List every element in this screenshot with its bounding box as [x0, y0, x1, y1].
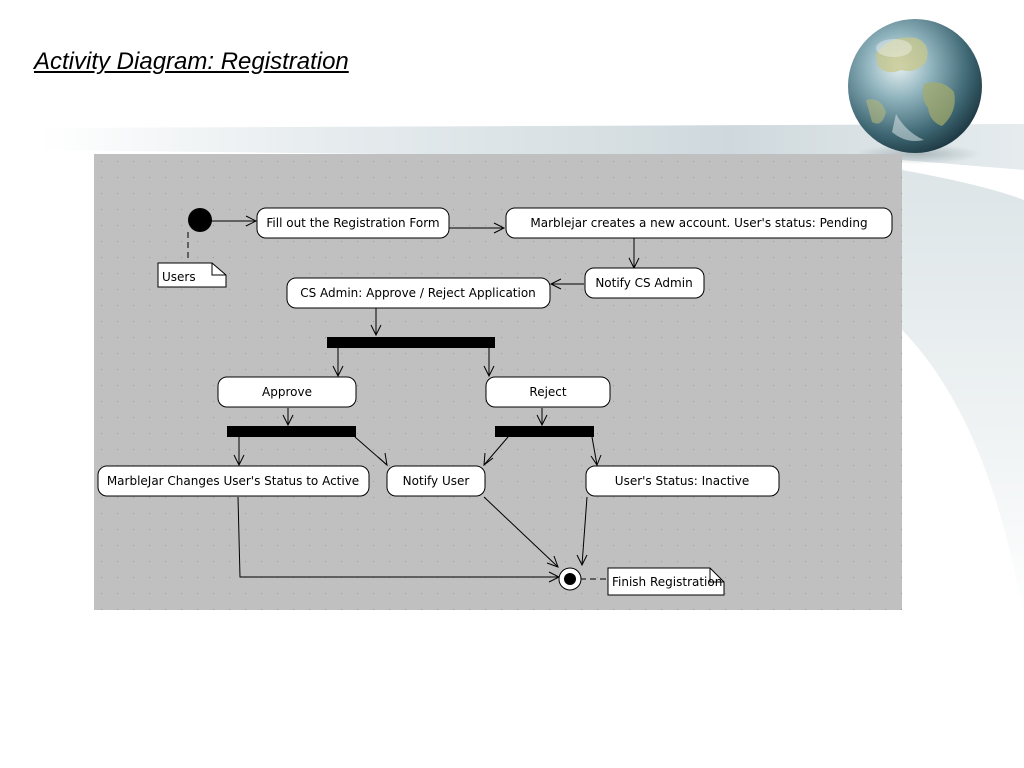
activity-admin-review-label: CS Admin: Approve / Reject Application [300, 286, 536, 300]
note-users-label: Users [162, 270, 196, 284]
edge-status-inactive-to-end [581, 496, 588, 566]
activity-notify-user: Notify User [386, 465, 486, 497]
activity-fill-form-label: Fill out the Registration Form [266, 216, 439, 230]
slide-title: Activity Diagram: Registration [34, 48, 349, 75]
activity-approve-label: Approve [262, 385, 312, 399]
activity-notify-admin: Notify CS Admin [584, 267, 705, 299]
activity-create-account-label: Marblejar creates a new account. User's … [530, 216, 867, 230]
activity-reject-label: Reject [529, 385, 566, 399]
activity-status-inactive: User's Status: Inactive [585, 465, 780, 497]
globe-image [848, 19, 982, 164]
edge-fork-to-notify-user-right [483, 436, 509, 466]
activity-diagram: Fill out the Registration Form Marblejar… [94, 154, 902, 610]
activity-create-account: Marblejar creates a new account. User's … [505, 207, 893, 239]
initial-node [188, 208, 212, 232]
fork-bar-review [327, 337, 495, 348]
fork-bar-approve [227, 426, 356, 437]
note-finish-label: Finish Registration [612, 575, 722, 589]
activity-fill-form: Fill out the Registration Form [256, 207, 450, 239]
note-users: Users [157, 262, 227, 288]
edge-status-active-to-end [237, 496, 559, 578]
activity-approve: Approve [217, 376, 357, 408]
diagram-edges [211, 215, 640, 583]
activity-status-inactive-label: User's Status: Inactive [615, 474, 749, 488]
fork-bar-reject [495, 426, 594, 437]
activity-notify-admin-label: Notify CS Admin [595, 276, 692, 290]
activity-admin-review: CS Admin: Approve / Reject Application [286, 277, 551, 309]
edge-notify-user-to-end [483, 496, 559, 568]
edge-fork-to-status-inactive [591, 436, 598, 466]
activity-status-active: MarbleJar Changes User's Status to Activ… [97, 465, 370, 497]
final-node-inner [564, 573, 576, 585]
activity-reject: Reject [485, 376, 611, 408]
activity-notify-user-label: Notify User [403, 474, 470, 488]
note-finish-registration: Finish Registration [607, 567, 725, 596]
activity-status-active-label: MarbleJar Changes User's Status to Activ… [107, 474, 359, 488]
